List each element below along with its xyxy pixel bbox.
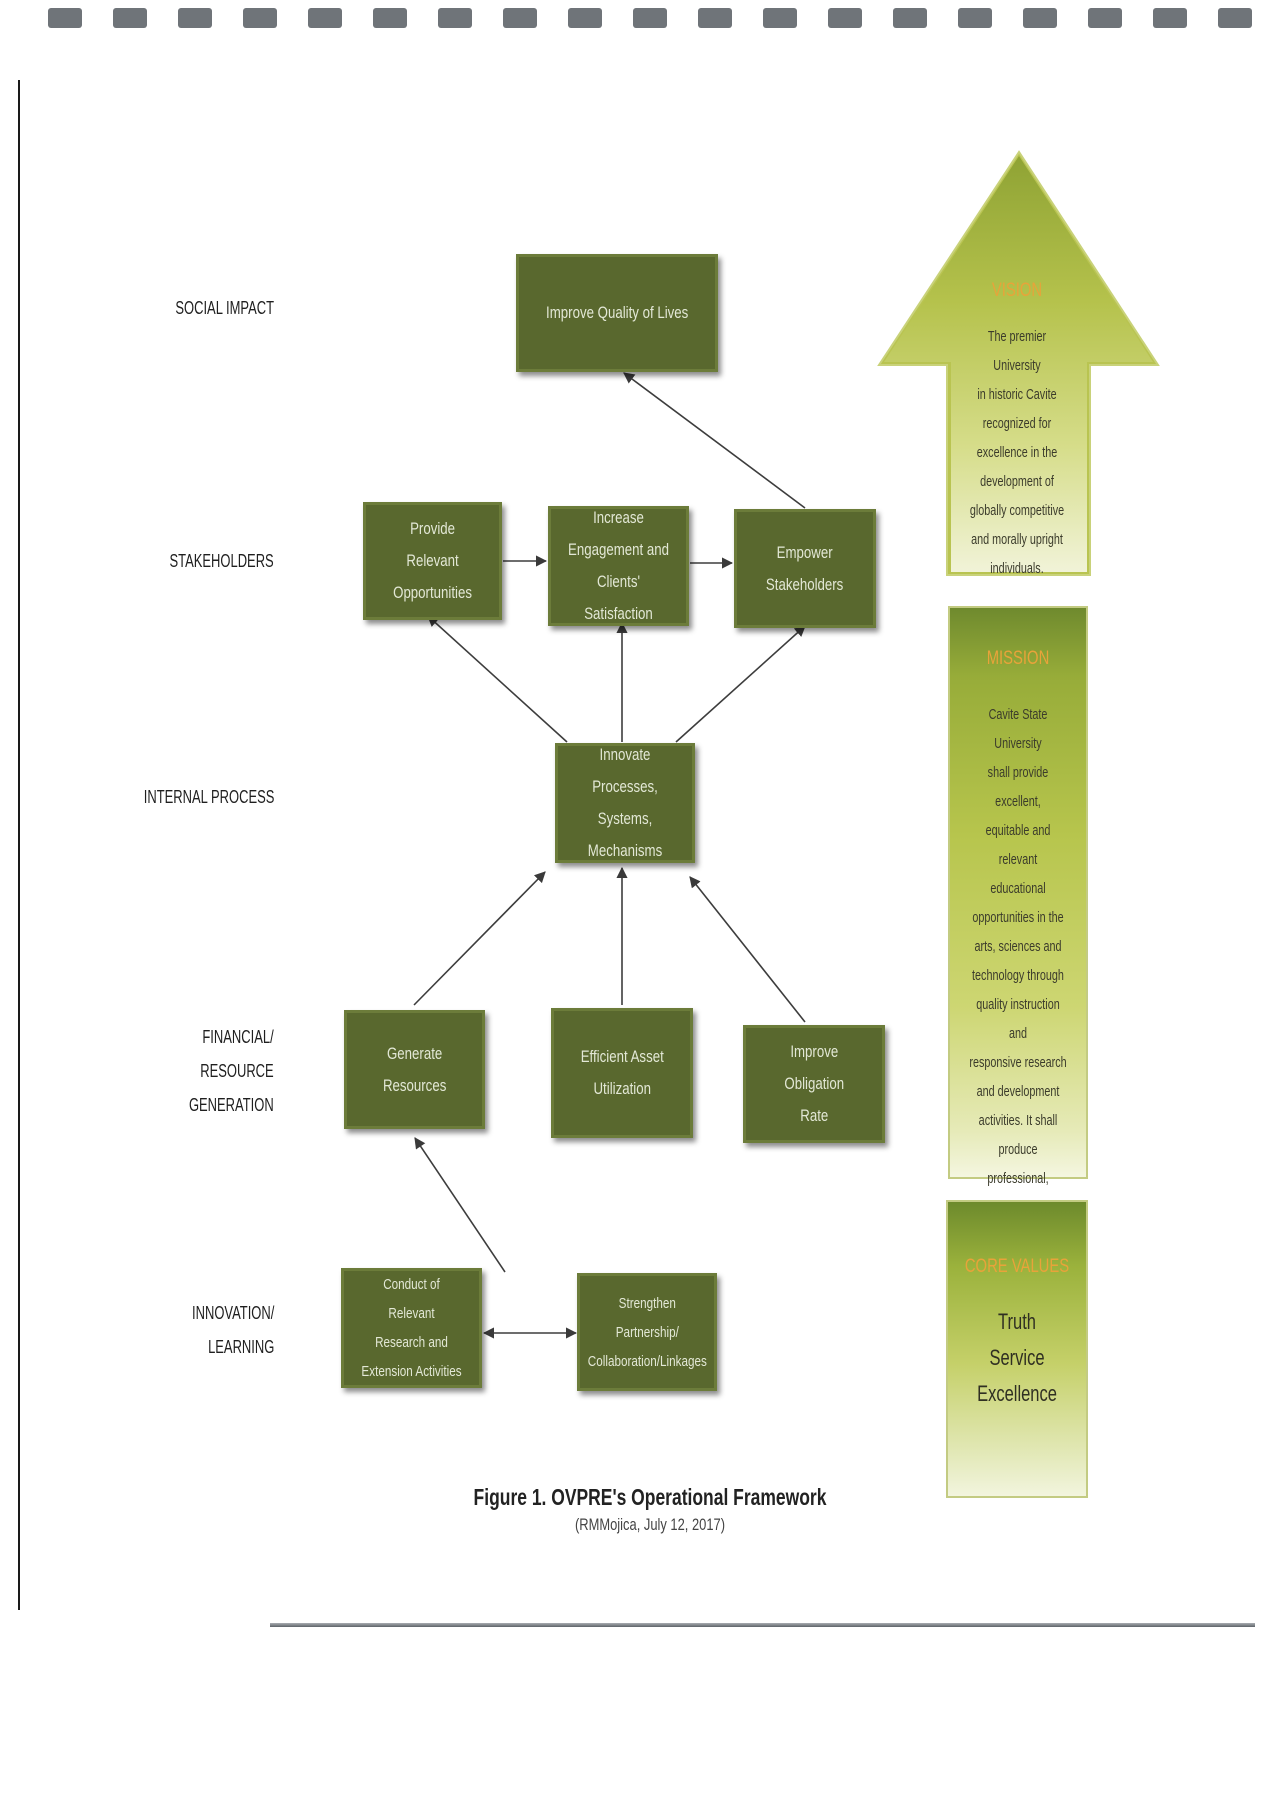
binding-hole [1023, 8, 1057, 28]
box-conduct-research: Conduct of Relevant Research and Extensi… [341, 1268, 482, 1388]
binding-hole [828, 8, 862, 28]
page-bottom-rule [270, 1623, 1255, 1627]
binding-hole [1088, 8, 1122, 28]
arrow-generate-to-innovate [413, 871, 546, 1006]
row-label-financial: FINANCIAL/ RESOURCE GENERATION [189, 1027, 274, 1115]
box-increase-engagement: Increase Engagement and Clients' Satisfa… [548, 506, 689, 626]
core-values-panel: CORE VALUES Truth Service Excellence [946, 1200, 1088, 1498]
box-label: Increase Engagement and Clients' Satisfa… [567, 508, 670, 623]
arrow-innovate-to-provide [427, 615, 568, 743]
box-empower-stakeholders: Empower Stakeholders [734, 509, 876, 628]
arrow-innovate-to-empower [675, 625, 806, 743]
binding-hole [308, 8, 342, 28]
binding-hole [1153, 8, 1187, 28]
mission-panel: MISSION Cavite State University shall pr… [948, 606, 1088, 1332]
figure-caption: Figure 1. OVPRE's Operational Framework … [380, 1484, 920, 1535]
box-innovate-processes: Innovate Processes, Systems, Mechanisms [555, 743, 695, 863]
box-improve-quality-of-lives: Improve Quality of Lives [516, 254, 718, 372]
binding-hole [113, 8, 147, 28]
binding-hole [633, 8, 667, 28]
vision-text: The premier University in historic Cavit… [969, 328, 1065, 577]
box-label: Empower Stakeholders [766, 542, 844, 594]
box-label: Innovate Processes, Systems, Mechanisms [587, 745, 663, 860]
box-improve-obligation-rate: Improve Obligation Rate [743, 1025, 885, 1143]
box-label: Conduct of Relevant Research and Extensi… [361, 1276, 462, 1380]
box-label: Generate Resources [382, 1043, 447, 1095]
box-efficient-asset-utilization: Efficient Asset Utilization [551, 1008, 693, 1138]
figure-credit: (RMMojica, July 12, 2017) [574, 1515, 726, 1534]
arrow-research-to-generate [414, 1137, 506, 1273]
binding-hole [243, 8, 277, 28]
binding-hole [893, 8, 927, 28]
binding-hole [958, 8, 992, 28]
page-margin-line [18, 80, 20, 1610]
core-values-title: CORE VALUES [964, 1256, 1070, 1277]
row-label-stakeholders: STAKEHOLDERS [169, 551, 274, 571]
box-label: Improve Obligation Rate [784, 1042, 844, 1125]
vision-panel: VISION The premier University in histori… [945, 280, 1089, 583]
box-generate-resources: Generate Resources [344, 1010, 485, 1129]
box-label: Efficient Asset Utilization [580, 1047, 664, 1098]
box-label: Strengthen Partnership/ Collaboration/Li… [587, 1294, 707, 1370]
arrow-empower-to-quality [623, 372, 806, 509]
row-label-internal-process: INTERNAL PROCESS [143, 787, 274, 807]
box-strengthen-partnership: Strengthen Partnership/ Collaboration/Li… [577, 1273, 717, 1391]
binding-hole [1218, 8, 1252, 28]
binding-hole [698, 8, 732, 28]
binding-hole [48, 8, 82, 28]
vision-title: VISION [991, 280, 1043, 301]
binding-hole [503, 8, 537, 28]
box-label: Improve Quality of Lives [545, 303, 689, 322]
binding-hole [763, 8, 797, 28]
binding-hole [568, 8, 602, 28]
core-values-list: Truth Service Excellence [977, 1309, 1057, 1406]
arrow-obligation-to-innovate [689, 876, 806, 1023]
binding-hole [438, 8, 472, 28]
binding-hole [373, 8, 407, 28]
box-label: Provide Relevant Opportunities [393, 519, 472, 602]
box-provide-relevant-opportunities: Provide Relevant Opportunities [363, 502, 502, 620]
mission-title: MISSION [986, 648, 1050, 669]
figure-title: Figure 1. OVPRE's Operational Framework [473, 1484, 827, 1510]
row-label-innovation: INNOVATION/ LEARNING [191, 1303, 274, 1357]
row-label-social-impact: SOCIAL IMPACT [175, 298, 274, 318]
binding-hole [178, 8, 212, 28]
